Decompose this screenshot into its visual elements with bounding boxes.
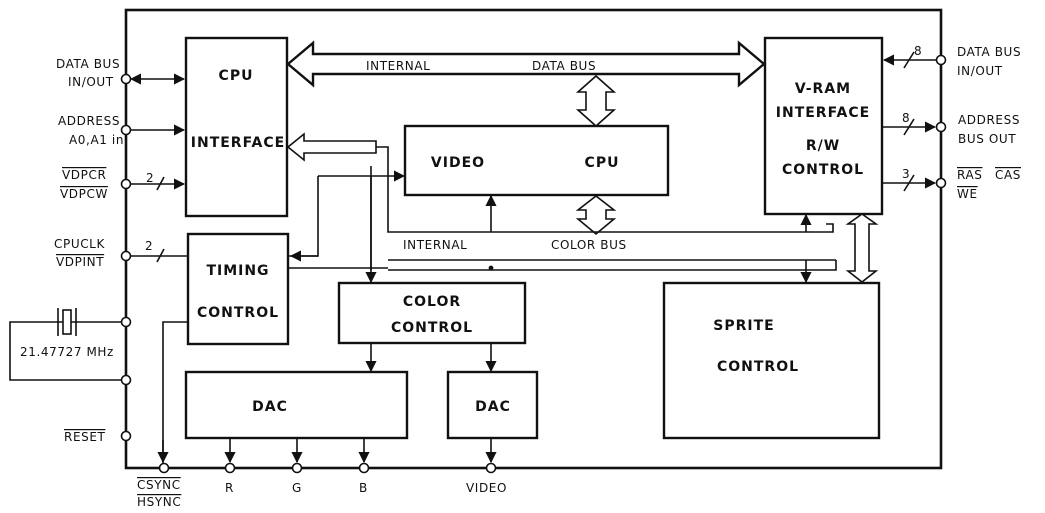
timing-label-1: TIMING — [206, 263, 269, 279]
cpu-interface-feedback-line — [376, 146, 834, 233]
left-clk-width: 2 — [145, 239, 153, 253]
color-control-block: COLOR CONTROL — [337, 281, 527, 345]
crystal-frequency-label: 21.47727 MHz — [20, 345, 114, 359]
cpu-interface-block: CPU INTERFACE — [184, 36, 289, 218]
timing-control-block: TIMING CONTROL — [186, 232, 290, 346]
left-vdpcr-label: VDPCR — [62, 168, 106, 182]
data-bus-to-video-cpu-arrow — [575, 74, 617, 128]
bottom-pin-csync: CSYNC HSYNC — [137, 321, 188, 509]
internal-color-bus-label-1: INTERNAL — [403, 238, 467, 252]
left-pin-vdpcr-vdpcw: VDPCR VDPCW 2 — [60, 168, 186, 201]
internal-color-bus-label-2: COLOR BUS — [551, 238, 627, 252]
left-data-bus-label-1: DATA BUS — [56, 57, 120, 71]
dac-video-label: DAC — [475, 399, 511, 415]
left-reset-label: RESET — [64, 430, 106, 444]
left-rw-width: 2 — [146, 171, 154, 185]
color-control-label-2: CONTROL — [391, 320, 473, 336]
timing-to-video-cpu-line — [289, 176, 319, 257]
left-pin-reset: RESET — [64, 430, 132, 444]
vram-label-1: V-RAM — [795, 81, 851, 97]
internal-data-bus-label-2: DATA BUS — [532, 59, 596, 73]
vram-interface-block: V-RAM INTERFACE R/W CONTROL — [763, 36, 884, 216]
bottom-g-label: G — [292, 481, 302, 495]
color-control-label-1: COLOR — [403, 294, 461, 310]
sprite-control-block: SPRITE CONTROL — [662, 281, 881, 440]
bottom-b-label: B — [359, 481, 368, 495]
video-cpu-label-2: CPU — [585, 155, 620, 171]
chip-outline — [124, 8, 943, 470]
right-ras-label: RAS — [957, 168, 982, 182]
video-to-cpu-interface-arrow — [286, 132, 377, 162]
left-pin-data-bus: DATA BUS IN/OUT — [56, 57, 186, 89]
internal-data-bus-label-1: INTERNAL — [366, 59, 430, 73]
right-we-label: WE — [957, 187, 978, 201]
left-pin-address: ADDRESS A0,A1 in — [58, 114, 186, 147]
sprite-label-2: CONTROL — [717, 359, 799, 375]
bottom-pin-b: B — [358, 439, 370, 495]
right-data-bus-label-1: DATA BUS — [957, 45, 1021, 59]
right-data-bus-label-2: IN/OUT — [957, 64, 1003, 78]
vram-label-2: INTERFACE — [776, 105, 870, 121]
right-data-width: 8 — [914, 44, 922, 58]
left-vdpint-label: VDPINT — [56, 255, 104, 269]
sprite-label-1: SPRITE — [713, 318, 774, 334]
left-address-label-1: ADDRESS — [58, 114, 120, 128]
video-cpu-block: VIDEO CPU — [403, 124, 670, 197]
bottom-csync-label: CSYNC — [137, 478, 181, 492]
right-address-label-2: BUS OUT — [958, 132, 1016, 146]
dac-rgb-block: DAC — [184, 370, 409, 440]
vram-label-4: CONTROL — [782, 162, 864, 178]
left-cpuclk-label: CPUCLK — [54, 237, 105, 251]
left-pin-crystal: 21.47727 MHz — [9, 308, 132, 386]
vram-to-sprite-arrow — [845, 213, 879, 284]
dac-rgb-label: DAC — [252, 399, 288, 415]
bottom-pin-r: R — [224, 439, 236, 495]
right-addr-width: 8 — [902, 111, 910, 125]
color-bus-junction — [488, 265, 494, 271]
bottom-hsync-label: HSYNC — [137, 495, 181, 509]
color-bus-line-lower — [388, 260, 837, 271]
video-cpu-to-color-bus-arrow — [575, 194, 617, 236]
bottom-r-label: R — [225, 481, 234, 495]
right-pin-address: 8 ADDRESS BUS OUT — [882, 111, 1020, 146]
video-cpu-label-1: VIDEO — [431, 155, 485, 171]
dac-video-block: DAC — [446, 370, 539, 440]
bottom-pin-video: VIDEO — [466, 439, 507, 495]
left-vdpcw-label: VDPCW — [60, 187, 108, 201]
right-pin-data-bus: 8 DATA BUS IN/OUT — [882, 44, 1021, 78]
left-data-bus-label-2: IN/OUT — [68, 75, 114, 89]
vram-label-3: R/W — [806, 138, 840, 154]
left-pin-cpuclk-vdpint: CPUCLK VDPINT 2 — [54, 237, 187, 269]
cpu-interface-label-2: INTERFACE — [191, 135, 285, 151]
right-cas-label: CAS — [995, 168, 1021, 182]
right-ctrl-width: 3 — [902, 167, 910, 181]
left-address-label-2: A0,A1 in — [69, 133, 124, 147]
right-pin-ras-cas-we: 3 RAS CAS WE — [882, 167, 1021, 201]
bottom-pin-g: G — [291, 439, 303, 495]
internal-data-bus-arrow — [286, 40, 766, 88]
cpu-interface-label-1: CPU — [219, 68, 254, 84]
timing-label-2: CONTROL — [197, 305, 279, 321]
bottom-video-label: VIDEO — [466, 481, 507, 495]
right-address-label-1: ADDRESS — [958, 113, 1020, 127]
